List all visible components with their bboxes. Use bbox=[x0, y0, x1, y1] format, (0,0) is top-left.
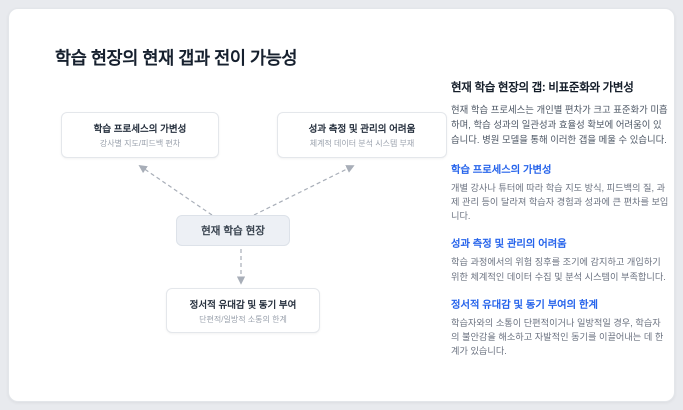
arrow-to-process-variability bbox=[138, 164, 213, 216]
section-body-process-variability: 개별 강사나 튜터에 따라 학습 지도 방식, 피드백의 질, 과제 관리 등이… bbox=[451, 182, 669, 222]
slide-card: 학습 현장의 현재 갭과 전이 가능성 학습 프로세스의 가변성 강사별 지도/… bbox=[8, 8, 675, 402]
node-title: 학습 프로세스의 가변성 bbox=[93, 124, 187, 135]
node-subtitle: 단편적/일방적 소통의 한계 bbox=[199, 314, 287, 324]
node-title: 성과 측정 및 관리의 어려움 bbox=[308, 124, 416, 135]
section-body-measurement-difficulty: 학습 과정에서의 위험 징후를 조기에 감지하고 개입하기 위한 체계적인 데이… bbox=[451, 257, 666, 282]
node-subtitle: 강사별 지도/피드백 편차 bbox=[99, 139, 181, 148]
section-heading-measurement-difficulty: 성과 측정 및 관리의 어려움 bbox=[451, 239, 567, 251]
article-heading: 현재 학습 현장의 갭: 비표준화와 가변성 bbox=[451, 82, 634, 94]
node-subtitle: 체계적 데이터 분석 시스템 부재 bbox=[309, 139, 415, 148]
page-title: 학습 현장의 현재 갭과 전이 가능성 bbox=[55, 48, 298, 68]
diagram-node-process-variability: 학습 프로세스의 가변성 강사별 지도/피드백 편차 bbox=[61, 112, 219, 158]
diagram-node-emotional-bond: 정서적 유대감 및 동기 부여 단편적/일방적 소통의 한계 bbox=[166, 288, 320, 333]
node-title: 정서적 유대감 및 동기 부여 bbox=[189, 299, 297, 311]
diagram-node-current-state: 현재 학습 현장 bbox=[176, 215, 290, 246]
section-heading-emotional-bond-limit: 정서적 유대감 및 동기 부여의 한계 bbox=[451, 299, 598, 311]
section-heading-process-variability: 학습 프로세스의 가변성 bbox=[451, 164, 552, 176]
article-intro: 현재 학습 프로세스는 개인별 편차가 크고 표준화가 미흡하며, 학습 성과의… bbox=[451, 104, 668, 145]
gap-diagram: 학습 프로세스의 가변성 강사별 지도/피드백 편차 성과 측정 및 관리의 어… bbox=[9, 9, 469, 401]
arrow-to-measurement-difficulty bbox=[253, 165, 355, 216]
right-panel: 현재 학습 현장의 갭: 비표준화와 가변성 현재 학습 프로세스는 개인별 편… bbox=[451, 79, 669, 371]
section-body-emotional-bond-limit: 학습자와의 소통이 단편적이거나 일방적일 경우, 학습자의 불안감을 해소하고… bbox=[451, 317, 664, 357]
connector-arrows bbox=[138, 164, 355, 285]
diagram-node-measurement-difficulty: 성과 측정 및 관리의 어려움 체계적 데이터 분석 시스템 부재 bbox=[277, 112, 447, 158]
